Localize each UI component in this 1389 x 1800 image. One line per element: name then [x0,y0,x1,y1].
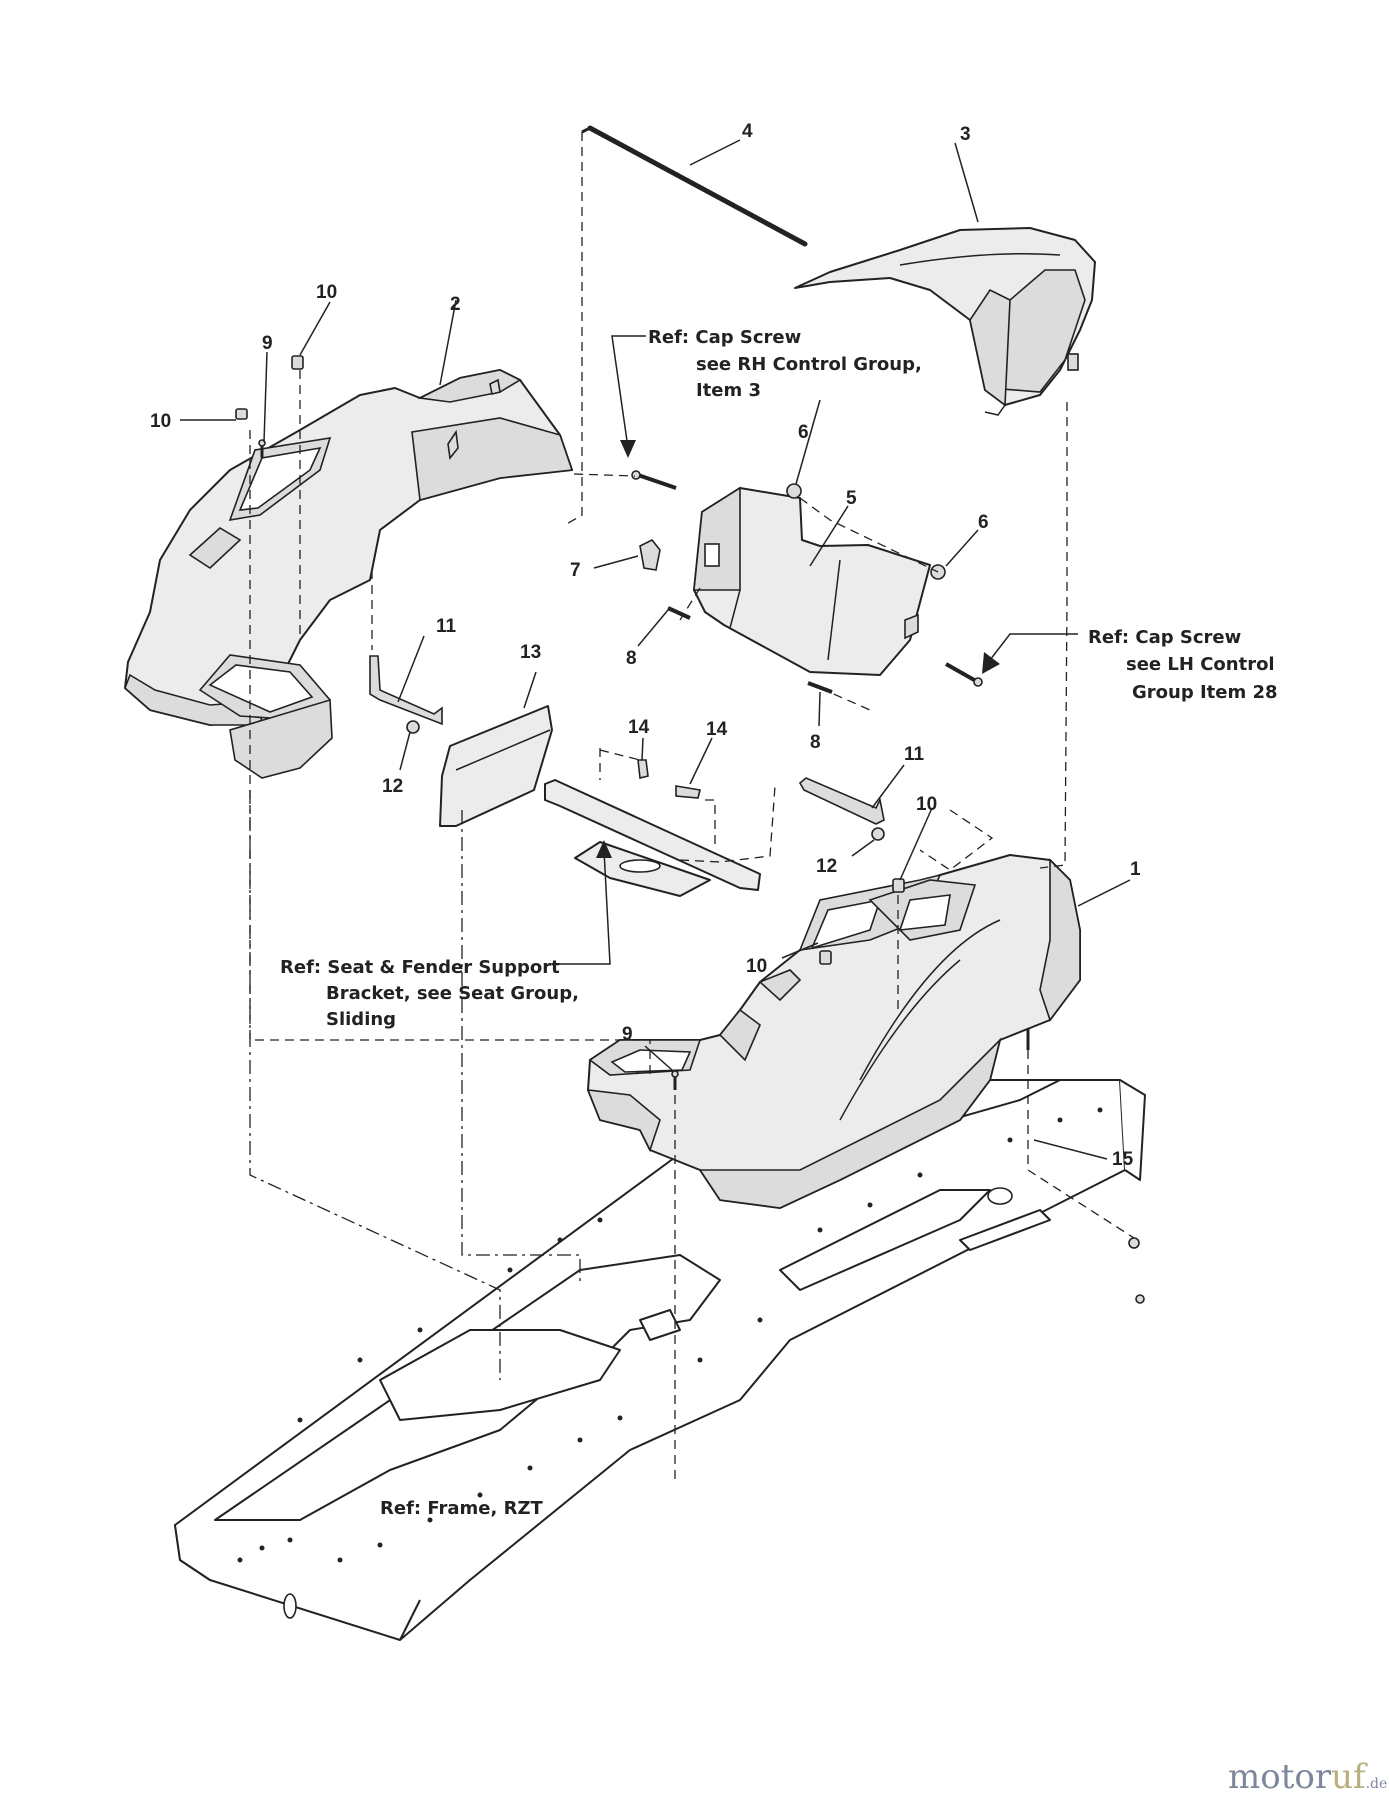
ref-lh-cap-screw-line1: Ref: Cap Screw [1088,627,1241,648]
part-4-rod [581,125,808,247]
callout-14: 14 [628,717,650,738]
callout-10: 10 [316,282,337,303]
callout-15: 15 [1112,1149,1134,1170]
callout-7: 7 [570,560,581,581]
callout-5: 5 [846,488,857,509]
callout-1: 1 [1130,859,1141,880]
ref-rh-cap-screw-line2: see RH Control Group, [696,354,922,375]
callout-8: 8 [810,732,821,753]
ref-seat-bracket-line3: Sliding [326,1009,396,1030]
svg-text:motoruf.de: motoruf.de [1228,1757,1387,1797]
watermark-part1: motor [1228,1757,1332,1797]
ref-rh-cap-screw-line3: Item 3 [696,380,761,401]
watermark-part3: .de [1366,1776,1388,1792]
ref-seat-bracket-line1: Ref: Seat & Fender Support [280,957,560,978]
callout-2: 2 [450,294,461,315]
callout-11: 11 [904,744,925,765]
callout-10: 10 [746,956,767,977]
callout-13: 13 [520,642,541,663]
callout-9: 9 [622,1024,633,1045]
callout-3: 3 [960,124,971,145]
watermark-logo: motoruf.de [1228,1757,1387,1797]
callout-11: 11 [436,616,457,637]
ref-labels: Ref: Cap Screw see RH Control Group, Ite… [280,327,1278,1030]
part-2-left-fender [124,369,574,779]
frame-rzt: Ref: Frame, RZT [174,1079,1146,1641]
ref-lh-cap-screw-line2: see LH Control [1126,654,1275,675]
ref-lh-cap-screw-line3: Group Item 28 [1132,682,1278,703]
assembly-lines [249,132,1135,1480]
leader-lines [180,139,1131,1160]
callout-4: 4 [742,121,753,142]
callout-12: 12 [816,856,837,877]
ref-frame-rzt: Ref: Frame, RZT [380,1498,544,1519]
ref-seat-bracket-line2: Bracket, see Seat Group, [326,983,579,1004]
ref-rh-cap-screw-line1: Ref: Cap Screw [648,327,801,348]
callout-9: 9 [262,333,273,354]
callout-6: 6 [798,422,809,443]
callout-12: 12 [382,776,403,797]
callouts: 3 4 2 10 9 10 6 5 6 7 8 8 11 13 12 14 14… [150,121,1141,1170]
part-5-cover-plate [693,486,931,676]
callout-6: 6 [978,512,989,533]
callout-10: 10 [916,794,937,815]
callout-14: 14 [706,719,728,740]
callout-8: 8 [626,648,637,669]
watermark-part2: uf [1331,1757,1368,1797]
callout-10: 10 [150,411,171,432]
part-1-right-fender [586,854,1081,1209]
part-3-rear-cover [794,227,1096,416]
